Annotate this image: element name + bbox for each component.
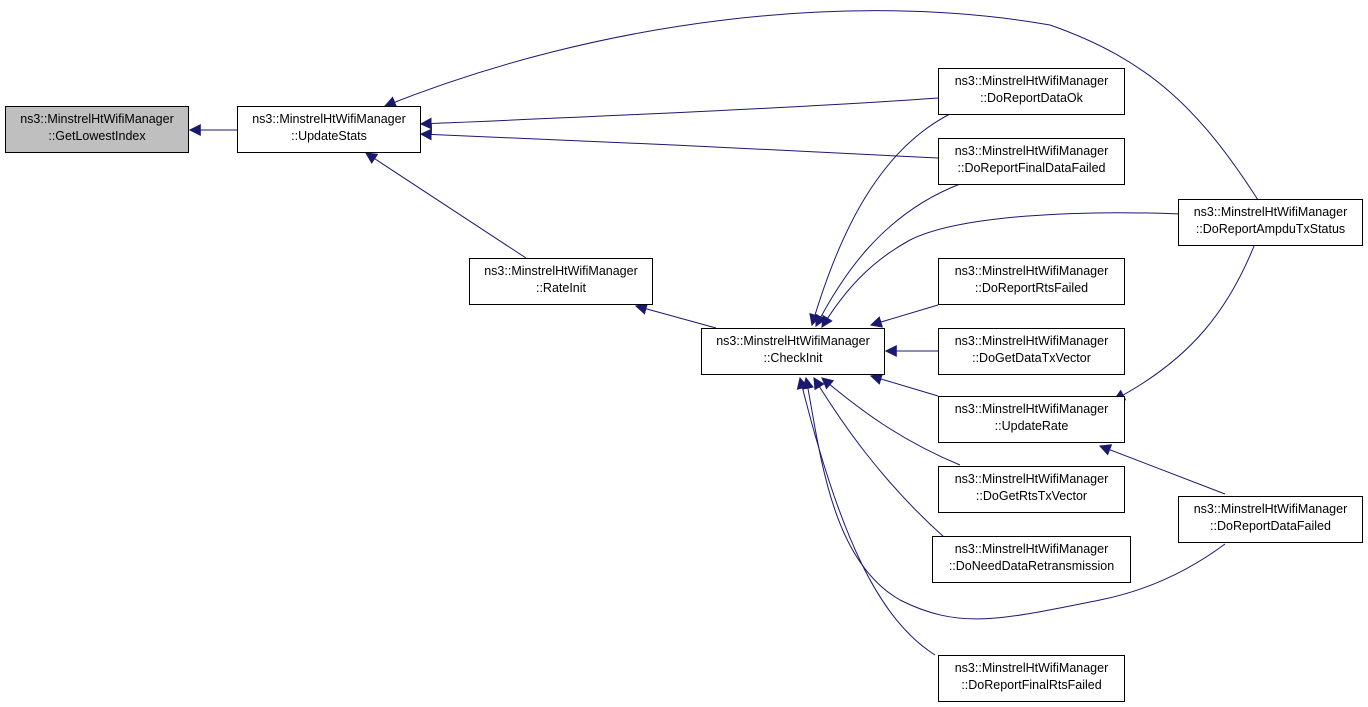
node-do-report-final-rts-failed-fn: ::DoReportFinalRtsFailed xyxy=(961,678,1102,692)
edge-doreportdataok-to-checkinit xyxy=(809,113,951,327)
node-do-report-ampdu-tx-status[interactable]: ns3::MinstrelHtWifiManager ::DoReportAmp… xyxy=(1178,199,1363,246)
node-rate-init-fn: ::RateInit xyxy=(535,281,587,295)
edge-checkinit-to-rateinit xyxy=(634,303,717,329)
node-do-report-final-rts-failed[interactable]: ns3::MinstrelHtWifiManager ::DoReportFin… xyxy=(938,655,1125,702)
edge-doreportdatafailed-to-checkinit xyxy=(802,376,1226,620)
node-check-init-fn: ::CheckInit xyxy=(763,351,823,365)
node-do-report-data-ok-fn: ::DoReportDataOk xyxy=(980,91,1083,105)
node-do-get-rts-tx-vector-fn: ::DoGetRtsTxVector xyxy=(975,489,1088,503)
node-rate-init-ns: ns3::MinstrelHtWifiManager xyxy=(484,264,638,278)
node-get-lowest-index: ns3::MinstrelHtWifiManager ::GetLowestIn… xyxy=(5,106,189,153)
edge-doreportrtsfailed-to-checkinit xyxy=(869,304,939,328)
node-do-get-data-tx-vector[interactable]: ns3::MinstrelHtWifiManager ::DoGetDataTx… xyxy=(938,328,1125,375)
node-check-init[interactable]: ns3::MinstrelHtWifiManager ::CheckInit xyxy=(701,328,885,375)
edge-doreportampdutxstatus-to-updatestats xyxy=(383,10,1259,201)
node-update-stats-fn: ::UpdateStats xyxy=(291,129,367,143)
edge-updaterate-to-checkinit xyxy=(869,373,939,397)
edge-doreportfinaldatafailed-to-updatestats xyxy=(419,128,939,159)
node-rate-init[interactable]: ns3::MinstrelHtWifiManager ::RateInit xyxy=(469,258,653,305)
edge-dogetrtstxvector-to-checkinit xyxy=(821,377,961,466)
node-do-report-final-data-failed-fn: ::DoReportFinalDataFailed xyxy=(957,161,1106,175)
node-get-lowest-index-fn: ::GetLowestIndex xyxy=(48,129,146,143)
node-update-rate[interactable]: ns3::MinstrelHtWifiManager ::UpdateRate xyxy=(938,396,1125,443)
node-do-report-ampdu-tx-status-ns: ns3::MinstrelHtWifiManager xyxy=(1193,205,1348,219)
node-do-report-data-failed-ns: ns3::MinstrelHtWifiManager xyxy=(1193,502,1348,516)
node-do-need-data-retransmission-fn: ::DoNeedDataRetransmission xyxy=(948,559,1115,573)
edge-doreportampdutxstatus-to-updaterate xyxy=(1112,235,1259,401)
node-do-get-data-tx-vector-fn: ::DoGetDataTxVector xyxy=(972,351,1091,365)
edge-doreportfinalrtsfailed-to-checkinit xyxy=(796,376,936,656)
node-do-get-data-tx-vector-ns: ns3::MinstrelHtWifiManager xyxy=(954,334,1109,348)
node-do-need-data-retransmission-ns: ns3::MinstrelHtWifiManager xyxy=(954,542,1109,556)
node-do-report-data-failed[interactable]: ns3::MinstrelHtWifiManager ::DoReportDat… xyxy=(1178,496,1363,543)
node-get-lowest-index-ns: ns3::MinstrelHtWifiManager xyxy=(20,112,174,126)
edge-rateinit-to-updatestats xyxy=(364,152,527,259)
edge-doreportdataok-to-updatestats xyxy=(419,97,939,130)
node-do-get-rts-tx-vector-ns: ns3::MinstrelHtWifiManager xyxy=(954,472,1109,486)
edge-doneeddataretransmission-to-checkinit xyxy=(813,376,946,539)
node-do-report-rts-failed[interactable]: ns3::MinstrelHtWifiManager ::DoReportRts… xyxy=(938,258,1125,305)
node-do-report-final-data-failed-ns: ns3::MinstrelHtWifiManager xyxy=(954,144,1109,158)
node-do-report-rts-failed-ns: ns3::MinstrelHtWifiManager xyxy=(954,264,1109,278)
node-do-report-data-failed-fn: ::DoReportDataFailed xyxy=(1210,519,1331,533)
node-do-report-ampdu-tx-status-fn: ::DoReportAmpduTxStatus xyxy=(1195,222,1346,236)
edge-doreportfinaldatafailed-to-checkinit xyxy=(815,183,961,328)
node-update-rate-ns: ns3::MinstrelHtWifiManager xyxy=(954,402,1109,416)
node-check-init-ns: ns3::MinstrelHtWifiManager xyxy=(716,334,870,348)
node-update-rate-fn: ::UpdateRate xyxy=(994,419,1069,433)
node-do-report-rts-failed-fn: ::DoReportRtsFailed xyxy=(974,281,1089,295)
node-update-stats[interactable]: ns3::MinstrelHtWifiManager ::UpdateStats xyxy=(237,106,421,153)
node-do-report-data-ok[interactable]: ns3::MinstrelHtWifiManager ::DoReportDat… xyxy=(938,68,1125,115)
node-update-stats-ns: ns3::MinstrelHtWifiManager xyxy=(252,112,406,126)
edge-doreportampdutxstatus-to-checkinit xyxy=(821,212,1181,329)
node-do-report-final-data-failed[interactable]: ns3::MinstrelHtWifiManager ::DoReportFin… xyxy=(938,138,1125,185)
node-do-report-data-ok-ns: ns3::MinstrelHtWifiManager xyxy=(954,74,1109,88)
node-do-report-final-rts-failed-ns: ns3::MinstrelHtWifiManager xyxy=(954,661,1109,675)
node-do-need-data-retransmission[interactable]: ns3::MinstrelHtWifiManager ::DoNeedDataR… xyxy=(932,536,1131,583)
edge-doreportdatafailed-to-updaterate xyxy=(1098,444,1226,495)
node-do-get-rts-tx-vector[interactable]: ns3::MinstrelHtWifiManager ::DoGetRtsTxV… xyxy=(938,466,1125,513)
